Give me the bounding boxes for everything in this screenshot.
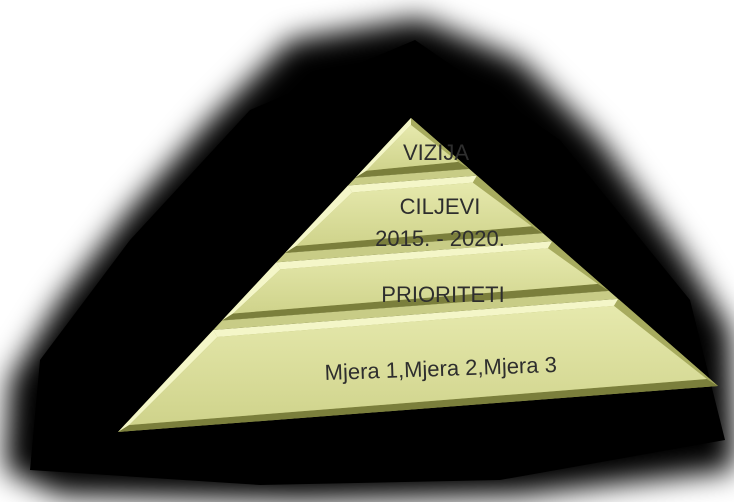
band-ciljevi-bevel-bottom	[285, 226, 543, 253]
band-vizija-face	[366, 125, 459, 171]
band-vizija-bevel-right	[411, 118, 470, 169]
band-ciljevi-bevel-right	[472, 175, 543, 234]
band-mjere-bevel-left	[118, 330, 218, 432]
band-ciljevi-face	[296, 182, 532, 246]
band-vizija-bevel-bottom	[355, 161, 470, 178]
band-gap-2	[213, 290, 619, 330]
band-prioriteti-bevel-bottom	[222, 283, 609, 321]
band-mjere-bevel-top	[213, 298, 619, 337]
band-gap-1	[276, 233, 553, 263]
band-mjere-bevel-bottom	[118, 379, 718, 432]
band-prioriteti-bevel-top	[276, 241, 553, 270]
band-mjere-face	[129, 305, 707, 425]
band-prioriteti-bevel-right	[548, 241, 609, 291]
band-vizija-bevel-left	[355, 118, 411, 178]
band-mjere-bevel-right	[614, 298, 718, 386]
band-ciljevi-bevel-top	[348, 175, 477, 193]
level-label-ciljevi: CILJEVI	[400, 194, 481, 219]
level-label-prioriteti: PRIORITETI	[381, 282, 504, 307]
level-label-vizija: VIZIJA	[403, 140, 469, 165]
band-gap-0	[348, 168, 477, 186]
band-prioriteti-face	[233, 248, 598, 314]
band-ciljevi-bevel-left	[285, 185, 353, 253]
band-prioriteti-bevel-left	[222, 262, 281, 321]
level-label-ciljevi-years: 2015. - 2020.	[375, 226, 505, 251]
